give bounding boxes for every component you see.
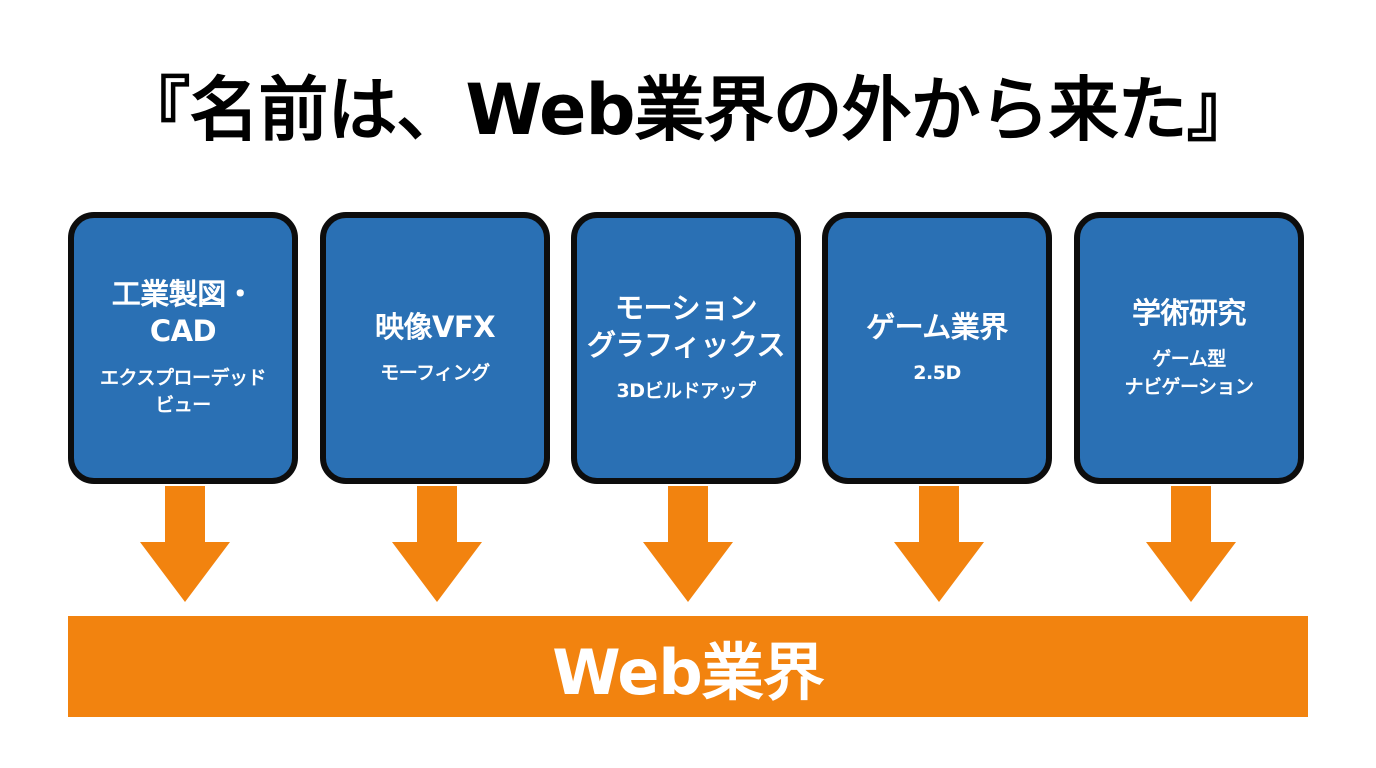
source-label: ゲーム業界 (866, 309, 1008, 344)
source-box-game-industry: ゲーム業界 2.5D (822, 212, 1052, 484)
diagram-title: 『名前は、Web業界の外から来た』 (120, 69, 1256, 151)
source-box-vfx: 映像VFX モーフィング (320, 212, 550, 484)
source-box-academic-research: 学術研究 ゲーム型 ナビゲーション (1074, 212, 1304, 484)
source-detail: エクスプローデッド ビュー (100, 366, 266, 417)
target-bar-web-industry: Web業界 (68, 616, 1308, 717)
source-box-industrial-cad: 工業製図・ CAD エクスプローデッド ビュー (68, 212, 298, 484)
source-detail: 3Dビルドアップ (616, 380, 757, 403)
down-arrow-icon (894, 486, 984, 602)
down-arrow-icon (140, 486, 230, 602)
source-label: モーション グラフィックス (586, 291, 786, 363)
source-detail: モーフィング (380, 361, 490, 384)
source-label: 学術研究 (1131, 295, 1247, 330)
source-detail: ゲーム型 ナビゲーション (1124, 348, 1254, 398)
target-label: Web業界 (552, 635, 825, 709)
source-label: 工業製図・ CAD (111, 277, 255, 349)
source-detail: 2.5D (913, 361, 961, 384)
down-arrow-icon (392, 486, 482, 602)
source-label: 映像VFX (374, 309, 496, 344)
down-arrow-icon (643, 486, 733, 602)
source-box-motion-graphics: モーション グラフィックス 3Dビルドアップ (571, 212, 801, 484)
down-arrow-icon (1146, 486, 1236, 602)
